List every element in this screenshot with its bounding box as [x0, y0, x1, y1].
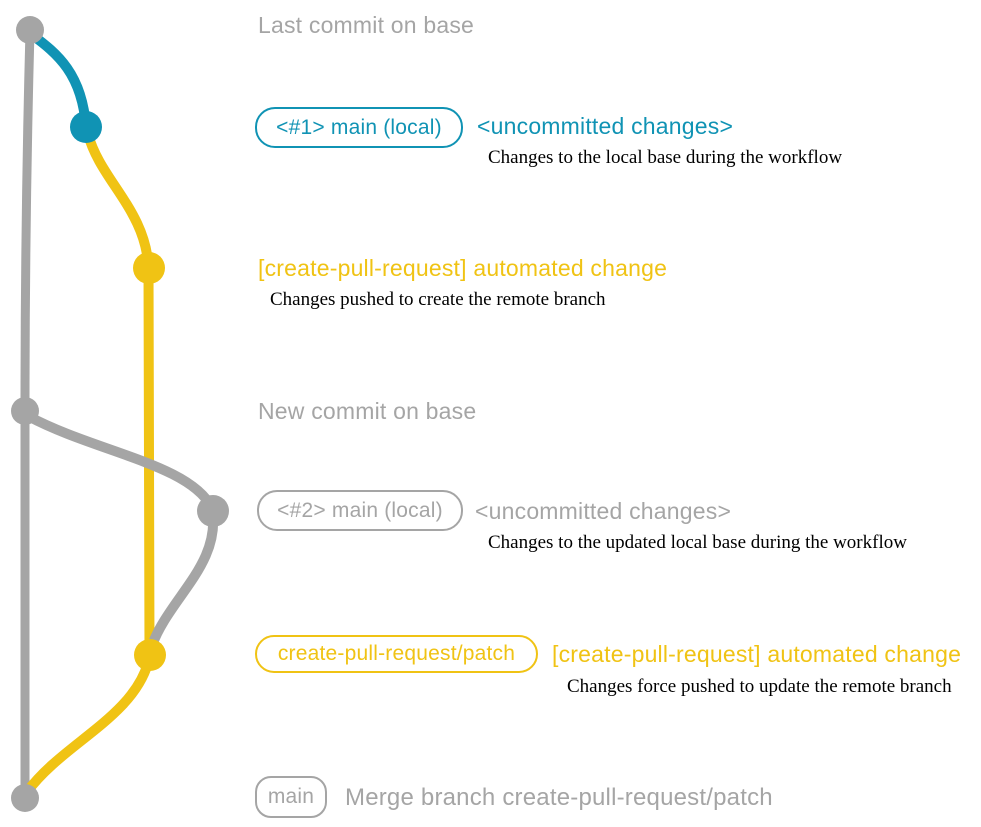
branch-badge-main-local-2: <#2> main (local): [257, 490, 463, 531]
branch-badge-main: main: [255, 776, 327, 818]
branch-badge-main-local-1: <#1> main (local): [255, 107, 463, 148]
commit-heading-merge: Merge branch create-pull-request/patch: [345, 784, 773, 811]
commit-dot-merge: [11, 784, 39, 812]
commit-caption-automated-2: Changes force pushed to update the remot…: [567, 676, 952, 697]
commit-dot-uncommitted-2: [197, 495, 229, 527]
merge-edge: [22, 658, 153, 797]
commit-heading-uncommitted-2: <uncommitted changes>: [475, 498, 732, 524]
commit-caption-uncommitted-1: Changes to the local base during the wor…: [488, 147, 843, 168]
commit-heading-automated-1: [create-pull-request] automated change: [258, 255, 668, 281]
commit-heading-uncommitted-1: <uncommitted changes>: [477, 113, 734, 139]
patch-branch-edge: [83, 129, 155, 660]
commit-caption-automated-1: Changes pushed to create the remote bran…: [270, 289, 606, 310]
base-branch-line: [20, 25, 35, 803]
commit-heading-automated-2: [create-pull-request] automated change: [552, 641, 962, 667]
commit-dot-new-base: [11, 397, 39, 425]
commit-caption-uncommitted-2: Changes to the updated local base during…: [488, 532, 907, 553]
commit-dot-automated-1: [133, 252, 165, 284]
commit-heading-last-base: Last commit on base: [258, 12, 475, 38]
commit-dot-uncommitted-1: [70, 111, 102, 143]
local-changes-edge-2: [23, 411, 219, 653]
local-changes-edge-1: [26, 29, 91, 132]
branch-badge-patch: create-pull-request/patch: [255, 635, 538, 673]
commit-dot-automated-2: [134, 639, 166, 671]
commit-heading-new-base: New commit on base: [258, 398, 477, 424]
commit-dot-last-base: [16, 16, 44, 44]
